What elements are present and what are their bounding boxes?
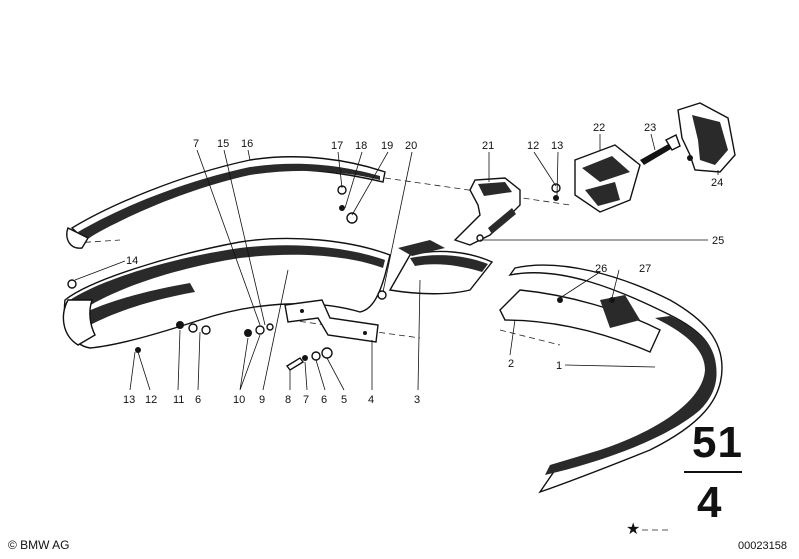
callout-16: 16 (241, 138, 253, 150)
callout-11: 11 (173, 394, 184, 406)
group-number-sub: 4 (697, 478, 722, 527)
callout-20: 20 (405, 140, 417, 152)
callout-21: 21 (482, 140, 494, 152)
callout-17: 17 (331, 140, 343, 152)
callout-9: 9 (259, 394, 265, 406)
group-number-main: 51 (692, 418, 743, 467)
callout-22: 22 (593, 122, 605, 134)
callout-26: 26 (595, 263, 607, 275)
callout-13-top: 13 (551, 140, 563, 152)
callout-3: 3 (414, 394, 420, 406)
callout-10: 10 (233, 394, 245, 406)
bolt-23 (640, 134, 681, 165)
callout-14: 14 (126, 255, 138, 267)
callout-13-bottom: 13 (123, 394, 135, 406)
callout-25: 25 (712, 235, 724, 247)
callout-24: 24 (711, 177, 723, 189)
callout-23: 23 (644, 122, 656, 134)
callout-18: 18 (355, 140, 367, 152)
callout-6-right: 6 (321, 394, 327, 406)
callout-5: 5 (341, 394, 347, 406)
document-number: 00023158 (738, 540, 787, 552)
guide-piece (388, 240, 494, 295)
cap-24 (677, 102, 736, 173)
copyright-text: © BMW AG (8, 538, 70, 552)
callout-15: 15 (217, 138, 229, 150)
callout-6-left: 6 (195, 394, 201, 406)
fasteners (67, 155, 693, 371)
callout-27: 27 (639, 263, 651, 275)
callout-12-bottom: 12 (145, 394, 157, 406)
callout-2: 2 (508, 358, 514, 370)
callout-7-top: 7 (193, 138, 199, 150)
holder-21 (453, 177, 521, 246)
callout-4: 4 (368, 394, 374, 406)
callout-8: 8 (285, 394, 291, 406)
callout-19: 19 (381, 140, 393, 152)
callout-1: 1 (556, 360, 562, 372)
upper-trim-strip (66, 156, 386, 249)
main-bumper (62, 237, 391, 349)
group-number-divider (684, 471, 742, 473)
star-symbol-icon: ★ (626, 519, 640, 538)
support-22 (574, 144, 641, 213)
callout-7-bottom: 7 (303, 394, 309, 406)
callout-12-top: 12 (527, 140, 539, 152)
side-bumper (499, 264, 723, 494)
leader-lines (74, 133, 719, 391)
callout-labels: 7 15 16 17 18 19 20 21 12 13 22 23 24 14… (123, 122, 724, 406)
bracket (284, 299, 379, 343)
